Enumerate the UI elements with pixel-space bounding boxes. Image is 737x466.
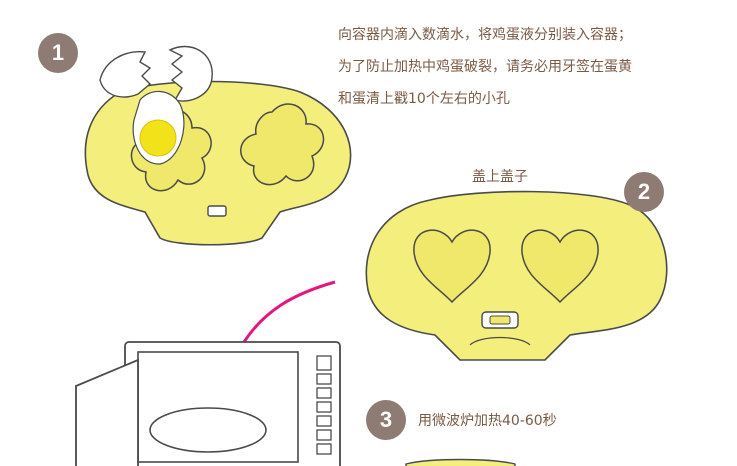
- step-2-badge: 2: [624, 172, 664, 212]
- step-1-badge: 1: [38, 33, 78, 73]
- control-button-6: [316, 429, 332, 441]
- microwave-illustration: [75, 341, 341, 466]
- heart-cavity-left: [413, 229, 491, 304]
- tray-vent: [207, 205, 227, 217]
- control-button-2: [316, 373, 332, 385]
- egg-shell-left: [99, 51, 152, 98]
- egg-tray-illustration: [84, 80, 352, 246]
- control-button-1: [316, 355, 332, 371]
- control-button-5: [316, 415, 332, 427]
- step-1-line-1: 向容器内滴入数滴水，将鸡蛋液分别装入容器；: [338, 27, 632, 43]
- control-button-4: [316, 401, 332, 413]
- microwave-door: [75, 358, 139, 466]
- lid-illustration: [365, 190, 668, 361]
- step-3-badge: 3: [366, 400, 406, 440]
- control-button-7: [316, 443, 332, 455]
- partial-tray-illustration: [405, 458, 516, 466]
- heart-cavity-right: [521, 229, 599, 304]
- flower-cavity-right: [240, 103, 325, 186]
- step-3-caption: 用微波炉加热40-60秒: [418, 413, 557, 429]
- microwave-window: [149, 407, 267, 453]
- step-2-caption: 盖上盖子: [472, 169, 528, 185]
- step-1-line-2: 为了防止加热中鸡蛋破裂，请务必用牙签在蛋黄: [338, 59, 632, 75]
- step-1-line-3: 和蛋清上戳10个左右的小孔: [338, 91, 510, 107]
- egg-shell-right: [168, 45, 213, 102]
- egg-illustration: [99, 45, 213, 165]
- control-button-3: [316, 387, 332, 399]
- egg-yolk: [139, 119, 177, 157]
